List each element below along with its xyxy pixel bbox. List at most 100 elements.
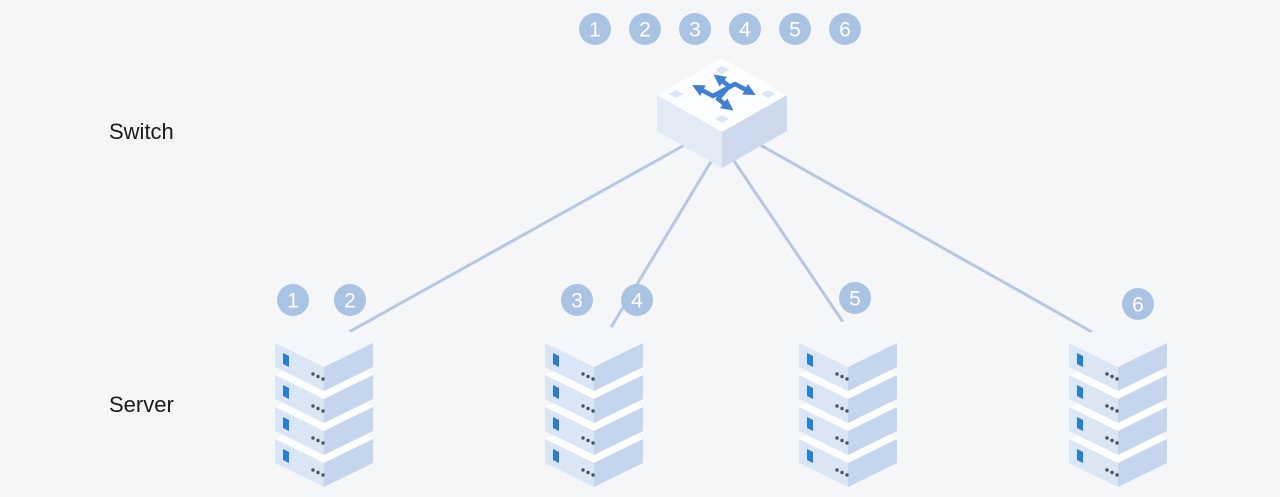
server-led-indicator [807, 353, 813, 367]
connection-line-3 [728, 153, 845, 324]
port-badge-3: 3 [679, 13, 711, 45]
server-1-port-badge-1: 1 [277, 284, 309, 316]
port-badge-number: 4 [739, 19, 751, 42]
port-badge-circle [277, 284, 309, 316]
server-vent-dot [1115, 377, 1119, 381]
server-vent-dot [311, 468, 315, 472]
server-unit-front-face [545, 343, 594, 391]
switch-right-face [722, 95, 787, 168]
server-vent-dot [311, 404, 315, 408]
port-badge-number: 6 [1132, 294, 1144, 317]
server-vent-dot [840, 374, 844, 379]
server-vent-dot [1115, 473, 1119, 477]
port-badge-circle [679, 13, 711, 45]
server-unit-side-face [1118, 407, 1167, 455]
switch-node [657, 58, 787, 168]
port-badge-circle [1122, 288, 1154, 320]
server-vent-dot [591, 473, 595, 477]
port-badge-2: 2 [629, 13, 661, 45]
server-unit-front-face [799, 375, 848, 423]
server-led-indicator [807, 385, 813, 399]
server-unit-side-face [848, 439, 897, 487]
server-unit [545, 319, 643, 391]
server-unit-side-face [848, 343, 897, 391]
server-vent-dot [1110, 438, 1114, 443]
port-badge-circle [621, 284, 653, 316]
server-vent-dot [316, 406, 320, 411]
switch-row-label: Switch [109, 119, 174, 144]
server-3-port-badge-5: 5 [839, 282, 871, 314]
switch-arrow-vertical [713, 74, 734, 111]
server-unit-front-face [275, 439, 324, 487]
server-vent-dot [586, 470, 590, 475]
server-led-indicator [1077, 449, 1083, 463]
port-badge-circle [579, 13, 611, 45]
server-led-indicator [283, 417, 289, 431]
server-vent-dot [1105, 436, 1109, 440]
switch-port-pad [761, 90, 775, 98]
port-badge-circle [561, 284, 593, 316]
server-vent-dot [586, 406, 590, 411]
switch-crossed-arrows-icon [692, 74, 756, 111]
server-unit-front-face [275, 375, 324, 423]
server-vent-dot [311, 436, 315, 440]
server-vent-dot [581, 436, 585, 440]
server-unit-front-face [545, 375, 594, 423]
port-badge-6: 6 [829, 13, 861, 45]
switch-left-face [657, 95, 722, 168]
server-vent-dot [845, 473, 849, 477]
server-2-port-badge-3: 3 [561, 284, 593, 316]
server-led-indicator [1077, 385, 1083, 399]
server-row-label: Server [109, 392, 174, 417]
server-unit-front-face [545, 439, 594, 487]
port-badge-number: 5 [789, 19, 801, 42]
server-vent-dot [586, 374, 590, 379]
server-vent-dot [1110, 406, 1114, 411]
server-vent-dot [1110, 374, 1114, 379]
port-badge-circle [629, 13, 661, 45]
port-badge-circle [839, 282, 871, 314]
port-badge-1: 1 [579, 13, 611, 45]
port-badge-number: 1 [287, 290, 299, 313]
server-1-port-badge-2: 2 [334, 284, 366, 316]
server-led-indicator [283, 385, 289, 399]
server-vent-dot [581, 468, 585, 472]
server-unit-side-face [1118, 375, 1167, 423]
port-badge-number: 1 [589, 19, 601, 42]
server-vent-dot [321, 377, 325, 381]
server-vent-dot [586, 438, 590, 443]
server-vent-dot [835, 468, 839, 472]
server-vent-dot [845, 377, 849, 381]
server-unit-front-face [799, 407, 848, 455]
server-led-indicator [283, 449, 289, 463]
server-stack-2 [545, 319, 643, 487]
server-vent-dot [840, 438, 844, 443]
server-unit-side-face [594, 375, 643, 423]
server-led-indicator [283, 353, 289, 367]
server-unit-side-face [848, 407, 897, 455]
server-unit-side-face [848, 375, 897, 423]
server-stack-3 [799, 319, 897, 487]
server-vent-dot [321, 409, 325, 413]
server-vent-dot [1115, 409, 1119, 413]
port-badge-circle [334, 284, 366, 316]
switch-port-pad [669, 90, 683, 98]
port-badge-circle [829, 13, 861, 45]
server-unit-side-face [594, 407, 643, 455]
server-led-indicator [553, 385, 559, 399]
port-badge-number: 5 [849, 288, 861, 311]
server-unit [799, 319, 897, 391]
server-unit-front-face [1069, 375, 1118, 423]
server-vent-dot [1110, 470, 1114, 475]
port-badge-circle [729, 13, 761, 45]
server-led-indicator [807, 449, 813, 463]
server-vent-dot [1105, 372, 1109, 376]
server-unit-front-face [545, 407, 594, 455]
port-badge-number: 2 [344, 290, 356, 313]
server-stack-1 [275, 319, 373, 487]
server-unit-side-face [324, 407, 373, 455]
server-unit-side-face [1118, 343, 1167, 391]
